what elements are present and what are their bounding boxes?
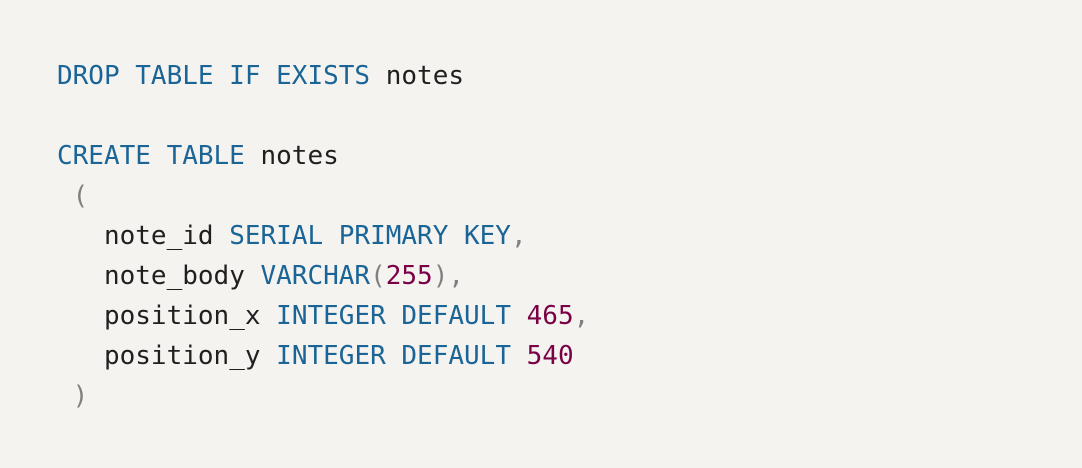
column-name: note_id [103,221,214,251]
code-line-create-table: CREATE TABLE notes [57,136,1082,176]
keyword-drop-table: DROP TABLE IF EXISTS [57,61,371,91]
column-name: position_x [103,301,261,331]
comma: , [448,261,465,291]
code-line-close-paren: ) [57,376,1082,416]
type-size: 255 [385,261,433,291]
code-line-column-position-y: position_y INTEGER DEFAULT 540 [57,336,1082,376]
keyword-create-table: CREATE TABLE [57,141,245,171]
type-close-paren: ) [432,261,449,291]
column-type: INTEGER DEFAULT [276,301,511,331]
default-value: 540 [526,341,574,371]
column-name: note_body [103,261,245,291]
code-line-column-note-body: note_body VARCHAR(255), [57,256,1082,296]
table-name: notes [260,141,339,171]
code-line-blank [57,96,1082,136]
type-open-paren: ( [370,261,386,291]
code-line-column-position-x: position_x INTEGER DEFAULT 465, [57,296,1082,336]
code-line-drop-table: DROP TABLE IF EXISTS notes [57,56,1082,96]
comma: , [573,301,590,331]
open-paren: ( [72,181,89,211]
comma: , [510,221,527,251]
column-type: VARCHAR [260,261,371,291]
code-line-column-note-id: note_id SERIAL PRIMARY KEY, [57,216,1082,256]
column-name: position_y [103,341,261,371]
column-type: INTEGER DEFAULT [276,341,511,371]
column-type: SERIAL PRIMARY KEY [229,221,511,251]
default-value: 465 [526,301,574,331]
code-line-open-paren: ( [57,176,1082,216]
table-name: notes [385,61,465,91]
close-paren: ) [72,381,89,411]
